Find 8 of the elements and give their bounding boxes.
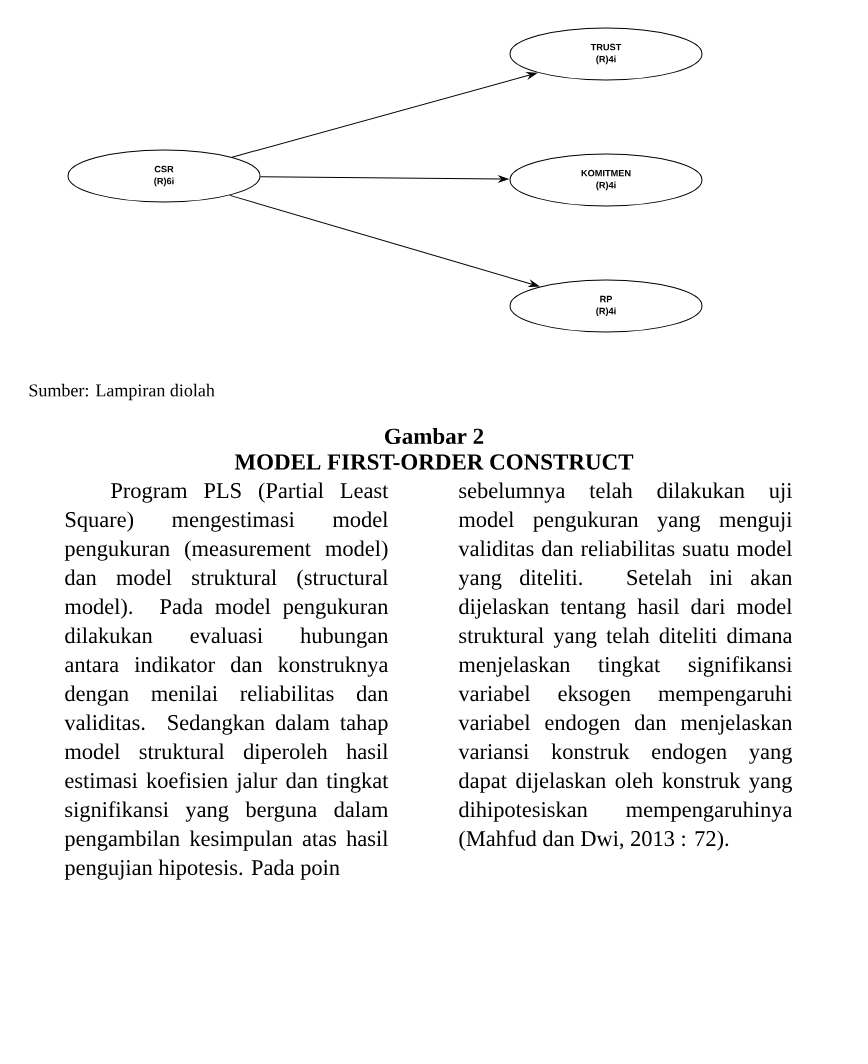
arrow: [231, 72, 537, 158]
arrow: [229, 194, 540, 287]
figure-title: MODEL FIRST-ORDER CONSTRUCT: [234, 454, 634, 470]
arrow: [259, 175, 509, 183]
source-note: Sumber: Lampiran diolah: [29, 383, 215, 401]
body-paragraph: Program PLS (Partial Least Square) mengestimasi model pengukuran (measurement model) dan model struktural (structural model). Pada model pengukuran dilakukan evaluasi hubungan antara indikator dan konstruknya dengan menilai reliabilitas dan validitas. Sedangkan dalam tahap model struktural diperoleh hasil estimasi koefisien jalur dan tingkat signifikansi yang berguna dalam pengambilan kesimpulan atas hasil pengujian hipotesis. Pada poin: [64, 482, 389, 880]
body-paragraph: sebelumnya telah dilakukan uji model pengukuran yang menguji validitas dan reliabilitas suatu model yang diteliti. Setelah ini akan dijelaskan tentang hasil dari model struktural yang telah diteliti dimana menjelaskan tingkat signifikansi variabel eksogen mempengaruhi variabel endogen dan menjelaskan variansi konstruk endogen yang dapat dijelaskan oleh konstruk yang dihipotesiskan mempengaruhinya (Mahfud dan Dwi, 2013 : 72).: [458, 482, 793, 851]
figure-number: Gambar 2: [385, 427, 484, 445]
